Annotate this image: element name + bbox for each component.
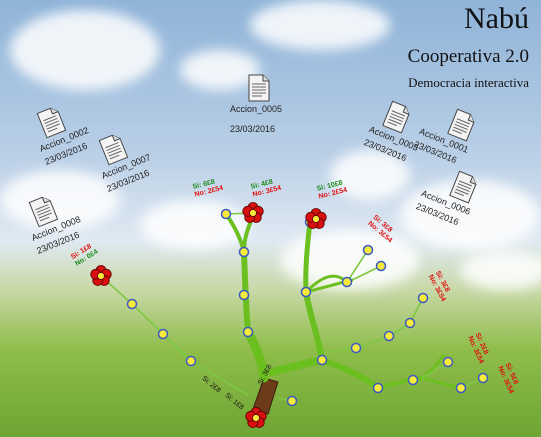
flower-icon[interactable] xyxy=(90,265,112,286)
cloud xyxy=(0,170,120,230)
node-icon[interactable] xyxy=(455,382,467,394)
node-icon[interactable] xyxy=(407,374,419,386)
node-group xyxy=(95,208,489,407)
node-icon[interactable] xyxy=(300,286,312,298)
document-icon xyxy=(28,196,59,228)
node-icon[interactable] xyxy=(372,382,384,394)
node-icon[interactable] xyxy=(383,330,395,342)
document-icon xyxy=(382,100,410,134)
flower-icon[interactable] xyxy=(305,208,327,229)
flower-icon[interactable] xyxy=(242,202,264,223)
document-icon xyxy=(447,108,475,142)
document-icon xyxy=(36,107,67,139)
node-icon[interactable] xyxy=(157,328,169,340)
node-icon[interactable] xyxy=(375,260,387,272)
document-name: Accion_0005 xyxy=(230,104,283,114)
node-icon[interactable] xyxy=(126,298,138,310)
node-icon[interactable] xyxy=(286,395,298,407)
node-icon[interactable] xyxy=(417,292,429,304)
node-icon[interactable] xyxy=(185,355,197,367)
node-icon[interactable] xyxy=(242,326,254,338)
document-icon xyxy=(248,74,270,102)
node-icon[interactable] xyxy=(316,354,328,366)
document-date: 23/03/2016 xyxy=(230,124,276,134)
cloud xyxy=(330,150,410,200)
cloud xyxy=(10,10,160,90)
flower-group xyxy=(90,202,327,428)
node-icon[interactable] xyxy=(350,342,362,354)
document-icon xyxy=(98,134,129,166)
flower-icon[interactable] xyxy=(245,407,267,428)
branch-thin[interactable] xyxy=(100,212,484,402)
app-tagline: Democracia interactiva xyxy=(408,75,529,90)
node-icon[interactable] xyxy=(220,208,232,220)
node-icon[interactable] xyxy=(477,372,489,384)
document-icon xyxy=(449,170,477,204)
node-icon[interactable] xyxy=(362,244,374,256)
node-icon[interactable] xyxy=(404,317,416,329)
cloud xyxy=(250,0,390,50)
node-icon[interactable] xyxy=(442,356,454,368)
node-icon[interactable] xyxy=(238,246,250,258)
cloud xyxy=(180,50,260,90)
node-icon[interactable] xyxy=(341,276,353,288)
cloud xyxy=(460,250,541,290)
app-subtitle: Cooperativa 2.0 xyxy=(407,46,529,67)
node-icon[interactable] xyxy=(238,289,250,301)
app-title: Nabú xyxy=(464,2,529,35)
